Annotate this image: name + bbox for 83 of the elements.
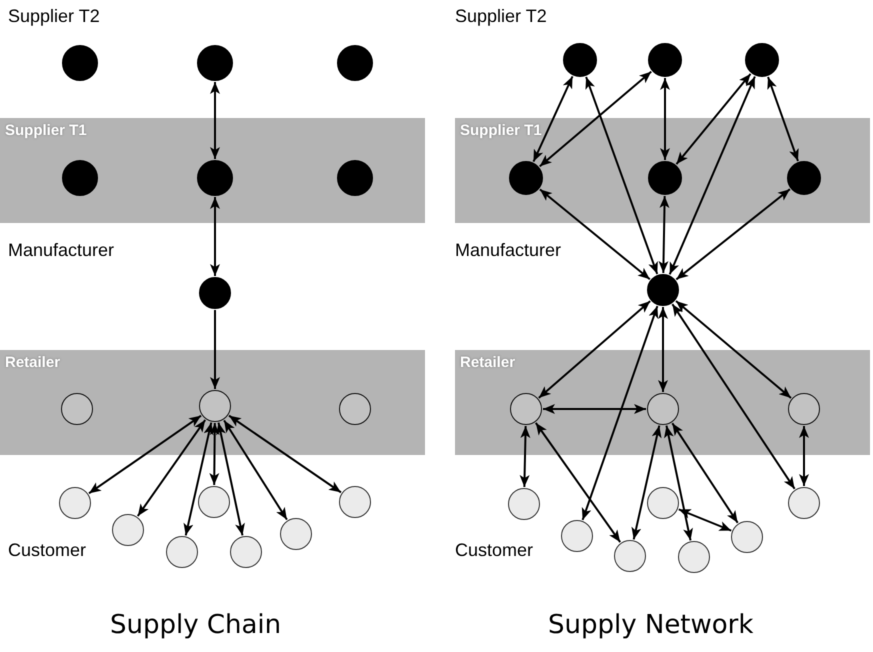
tier-label: Manufacturer [455,240,562,261]
double-arrow [799,426,809,486]
double-arrow [136,419,206,517]
supplier-node [337,160,373,196]
supplier-node [648,43,682,77]
customer-node [614,540,646,572]
double-arrow [582,306,658,520]
customer-node [59,487,91,519]
supplier-node [197,45,233,81]
supplier-node [648,161,682,195]
double-arrow [676,73,752,165]
customer-node [339,486,371,518]
double-arrow [676,188,791,280]
double-arrow [88,414,202,494]
supplier-node [62,160,98,196]
customer-node [561,520,593,552]
double-arrow [210,197,220,276]
double-arrow [658,196,670,274]
double-arrow [209,422,220,486]
customer-node [230,536,262,568]
arrow [210,310,220,389]
double-arrow [223,420,288,520]
double-arrow [538,300,651,399]
double-arrow [184,422,214,536]
panel-title: Supply Network [548,610,754,640]
double-arrow [675,300,792,399]
customer-node [166,536,198,568]
retailer-node [647,393,679,425]
double-arrow [672,304,796,490]
double-arrow [631,425,662,540]
retailer-node [788,393,820,425]
supplier-node [745,43,779,77]
tier-label: Supplier T1 [460,122,542,139]
customer-node [112,514,144,546]
customer-node [678,541,710,573]
panel-title: Supply Chain [110,610,282,640]
double-arrow [539,188,650,280]
supplier-node [787,161,821,195]
supplier-node [197,160,233,196]
double-arrow [543,404,646,414]
double-arrow [585,76,658,274]
customer-node [788,487,820,519]
double-arrow [532,76,574,162]
customer-node [280,518,312,550]
double-arrow [228,414,342,494]
tier-band [455,350,870,455]
double-arrow [664,425,693,541]
double-arrow [660,78,670,160]
double-arrow [520,426,530,488]
supplier-node [647,274,679,306]
retailer-node [339,393,371,425]
double-arrow [535,422,621,543]
double-arrow [678,508,732,532]
double-arrow [539,70,652,168]
supplier-node [563,43,597,77]
tier-label: Customer [8,540,86,561]
tier-band [0,350,425,455]
tier-label: Manufacturer [8,240,114,261]
supplier-node [199,277,231,309]
tier-label: Supplier T2 [455,6,547,27]
supplier-node [337,45,373,81]
retailer-node [510,393,542,425]
customer-node [647,487,679,519]
double-arrow [668,76,756,275]
tier-band [455,118,870,223]
tier-label: Retailer [460,354,516,371]
double-arrow [671,422,739,524]
tier-band [0,118,425,223]
customer-node [198,486,230,518]
double-arrow [767,76,799,162]
retailer-node [61,393,93,425]
tier-label: Supplier T1 [5,122,87,139]
tier-label: Retailer [5,354,60,371]
double-arrow [216,422,245,536]
double-arrow [210,82,220,159]
customer-node [508,488,540,520]
customer-node [731,521,763,553]
supplier-node [62,45,98,81]
retailer-node [199,390,231,422]
supplier-node [509,161,543,195]
tier-label: Customer [455,540,534,561]
double-arrow [658,307,668,392]
tier-label: Supplier T2 [8,6,100,27]
